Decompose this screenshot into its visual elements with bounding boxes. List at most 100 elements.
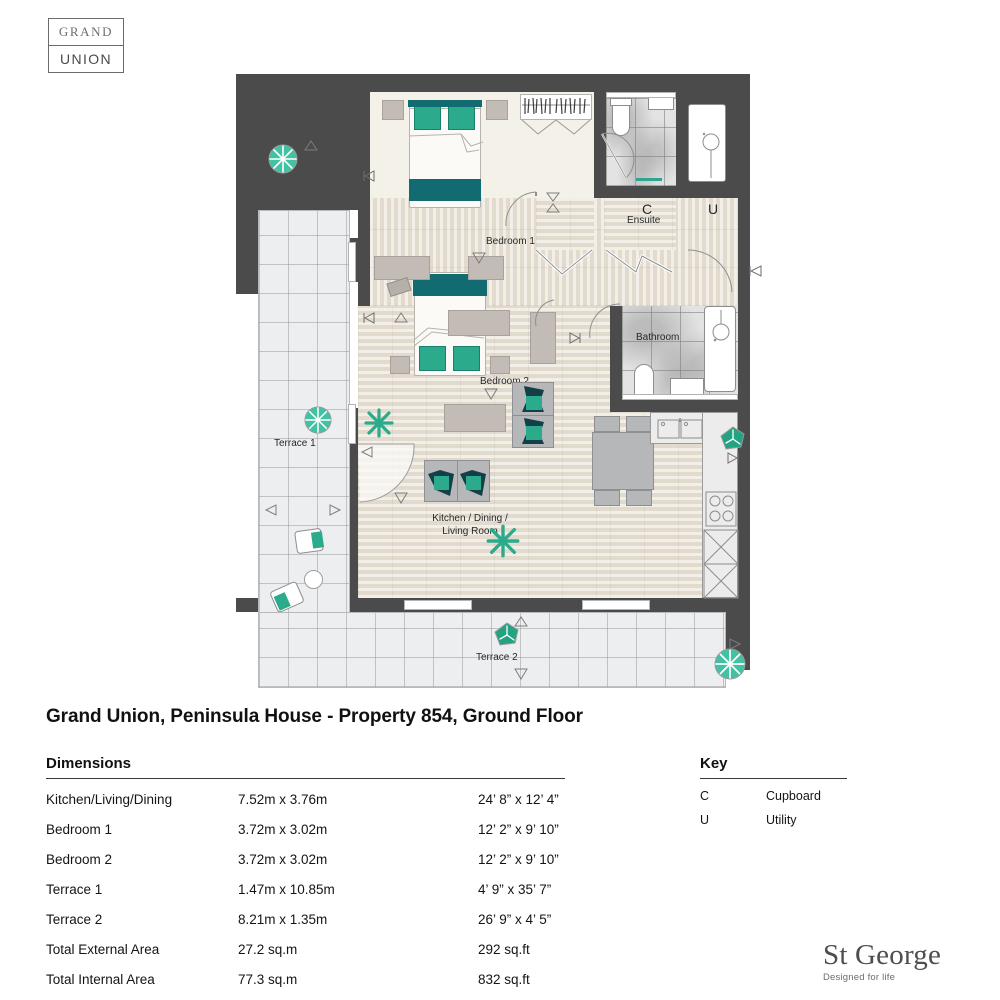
wall-bed1-left: [358, 186, 370, 244]
bathroom-bath: [704, 306, 736, 392]
view-marker-terrace2-up-icon: [514, 616, 528, 627]
dim-imperial: 12’ 2” x 9’ 10”: [478, 851, 559, 867]
wall-ensuite-divider: [594, 92, 606, 198]
dining-chair-top-right: [626, 416, 652, 432]
dim-imperial: 26’ 9” x 4’ 5”: [478, 911, 552, 927]
ensuite-cistern: [610, 98, 632, 106]
bed-1-pillow-left: [414, 106, 441, 130]
bed-2-pillow-left: [419, 346, 446, 371]
ensuite-basin: [648, 96, 674, 110]
utility-label: U: [708, 201, 719, 217]
cupboard-floor: [536, 198, 594, 250]
dim-imperial: 4’ 9” x 35’ 7”: [478, 881, 552, 897]
utility-floor: [604, 198, 676, 250]
bedroom-2-desk: [468, 256, 504, 280]
terrace-chair-lower: [270, 581, 304, 613]
plant-terrace1-mid: [304, 406, 332, 434]
dimensions-table: Kitchen/Living/Dining 7.52m x 3.76m 24’ …: [46, 784, 566, 994]
dim-metric: 8.21m x 1.35m: [238, 911, 328, 927]
wall-left-upper: [236, 210, 258, 294]
terrace1-glazing-upper: [348, 242, 356, 282]
ensuite-label: Ensuite: [627, 215, 661, 226]
living-door-swing-left: [358, 443, 415, 503]
key-symbol: C: [700, 789, 710, 803]
dim-metric: 1.47m x 10.85m: [238, 881, 335, 897]
terrace-2-floor: [258, 612, 726, 688]
dim-imperial: 24’ 8” x 12’ 4”: [478, 791, 559, 807]
kitchen-east-marker-icon: [727, 452, 739, 464]
bathroom-vanity-strip: [622, 394, 738, 400]
dim-room-name: Terrace 2: [46, 911, 103, 927]
bedroom-1-label: Bedroom 1: [486, 236, 535, 247]
wall-hall-right: [738, 186, 750, 306]
plant-living-sw: [486, 524, 520, 558]
wall-bath-right: [738, 290, 750, 412]
dim-imperial: 292 sq.ft: [478, 941, 530, 957]
ensuite-shower-head-icon: [702, 132, 720, 178]
terrace-1-label: Terrace 1: [274, 438, 316, 449]
dim-room-name: Bedroom 1: [46, 821, 113, 837]
kitchen-label-line1: Kitchen / Dining /: [432, 513, 508, 524]
grand-union-logo: GRAND UNION: [48, 18, 124, 73]
living-sideboard: [448, 310, 510, 336]
kitchen-sink-icon: [657, 418, 703, 439]
kitchen-appliance-unit-2: [703, 563, 739, 599]
list-item: C Cupboard: [700, 784, 848, 808]
list-item: U Utility: [700, 808, 848, 832]
bed-1-nightstand-right: [486, 100, 508, 120]
kitchen-living-label: Kitchen / Dining / Living Room: [422, 512, 518, 538]
dining-chair-bottom-right: [626, 490, 652, 506]
bed-1-pillow-right: [448, 106, 475, 130]
table-row: Bedroom 1 3.72m x 3.02m 12’ 2” x 9’ 10”: [46, 814, 566, 844]
bed-2-nightstand-left: [390, 356, 410, 374]
view-marker-living-bottom-icon: [394, 492, 408, 504]
kitchen-appliance-unit-1: [703, 529, 739, 565]
key-table: C Cupboard U Utility: [700, 784, 848, 832]
bathroom-bath-tap-icon: [712, 310, 730, 342]
wall-top-band: [376, 74, 750, 92]
dim-room-name: Bedroom 2: [46, 851, 113, 867]
bedroom-2-door-swing: [535, 299, 555, 327]
plant-terrace1-top: [268, 144, 298, 174]
key-rule: [700, 778, 847, 779]
bed-1-throw: [409, 179, 481, 201]
dim-room-name: Kitchen/Living/Dining: [46, 791, 173, 807]
dim-room-name: Total External Area: [46, 941, 160, 957]
dim-metric: 3.72m x 3.02m: [238, 821, 328, 837]
wall-kitchen-right: [738, 412, 750, 608]
entrance-door-swing: [687, 249, 733, 293]
bedroom-1-window-marker-icon: [363, 170, 375, 182]
living-rug-table: [444, 404, 506, 432]
table-row: Kitchen/Living/Dining 7.52m x 3.76m 24’ …: [46, 784, 566, 814]
view-marker-terrace2-east-icon: [729, 638, 742, 650]
page-title: Grand Union, Peninsula House - Property …: [46, 706, 583, 727]
floor-plan-drawing: Terrace 1 Terrace 2 Bedroom 1 Bedroom 2 …: [236, 74, 762, 690]
view-marker-terrace2-down-icon: [514, 668, 528, 680]
ensuite-towel-rail: [636, 178, 662, 181]
key-meaning: Utility: [766, 813, 797, 827]
terrace-side-table: [304, 570, 323, 589]
ensuite-toilet: [612, 104, 630, 136]
plant-living-nw: [364, 408, 394, 438]
bed-2-nightstand-right: [490, 356, 510, 374]
ensuite-vanity-top: [606, 92, 676, 98]
st-george-logo: St George Designed for life: [823, 940, 941, 984]
view-marker-bed2-top-icon: [472, 252, 486, 264]
cupboard-door-swing: [534, 248, 593, 276]
bathroom-toilet: [634, 364, 654, 398]
table-row: Total Internal Area 77.3 sq.m 832 sq.ft: [46, 964, 566, 994]
dim-imperial: 12’ 2” x 9’ 10”: [478, 821, 559, 837]
view-marker-living-top-icon: [394, 312, 408, 323]
dimensions-rule: [46, 778, 565, 779]
table-row: Bedroom 2 3.72m x 3.02m 12’ 2” x 9’ 10”: [46, 844, 566, 874]
dim-room-name: Total Internal Area: [46, 971, 155, 987]
dimensions-heading: Dimensions: [46, 755, 132, 772]
view-marker-terrace1-bottom-right-icon: [329, 504, 342, 516]
dim-room-name: Terrace 1: [46, 881, 103, 897]
view-marker-living-west-icon: [360, 446, 373, 458]
dim-metric: 7.52m x 3.76m: [238, 791, 328, 807]
ensuite-shower-tray: [688, 104, 726, 182]
dining-chair-top-left: [594, 416, 620, 432]
living-sofa-bottom-cushions: [428, 470, 486, 496]
bed-1-headboard: [408, 100, 482, 107]
